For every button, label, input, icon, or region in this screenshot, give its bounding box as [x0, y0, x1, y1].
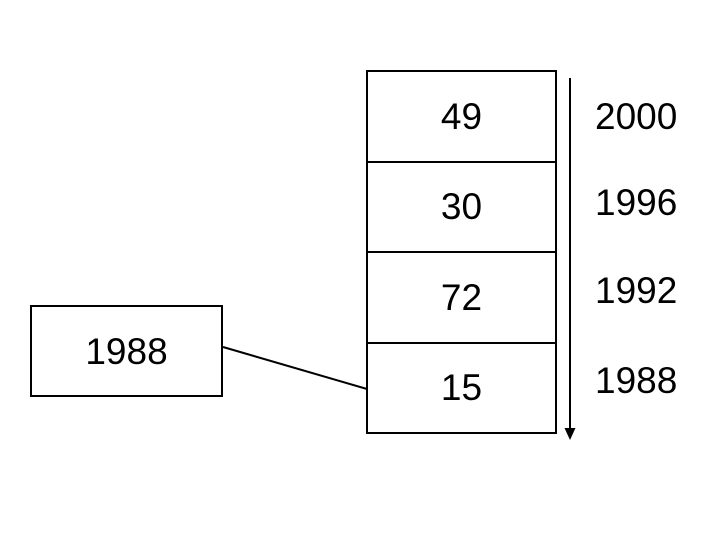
array-cell-value: 49: [440, 95, 483, 137]
array-cell: 72: [368, 253, 555, 344]
connector-line: [222, 346, 368, 390]
array-cell: 15: [368, 344, 555, 433]
year-label: 1996: [595, 182, 678, 223]
array-cell: 30: [368, 163, 555, 253]
callout-label: 1988: [85, 330, 168, 372]
array-table: 49 30 72 15: [366, 70, 557, 434]
array-cell: 49: [368, 72, 555, 163]
callout-box: 1988: [30, 305, 223, 397]
array-cell-value: 15: [440, 367, 483, 409]
year-label: 1988: [595, 360, 678, 401]
array-cell-value: 72: [440, 276, 483, 318]
year-label: 1992: [595, 270, 678, 311]
year-label: 2000: [595, 96, 678, 137]
array-cell-value: 30: [440, 186, 483, 228]
down-arrow-icon: [564, 428, 576, 440]
